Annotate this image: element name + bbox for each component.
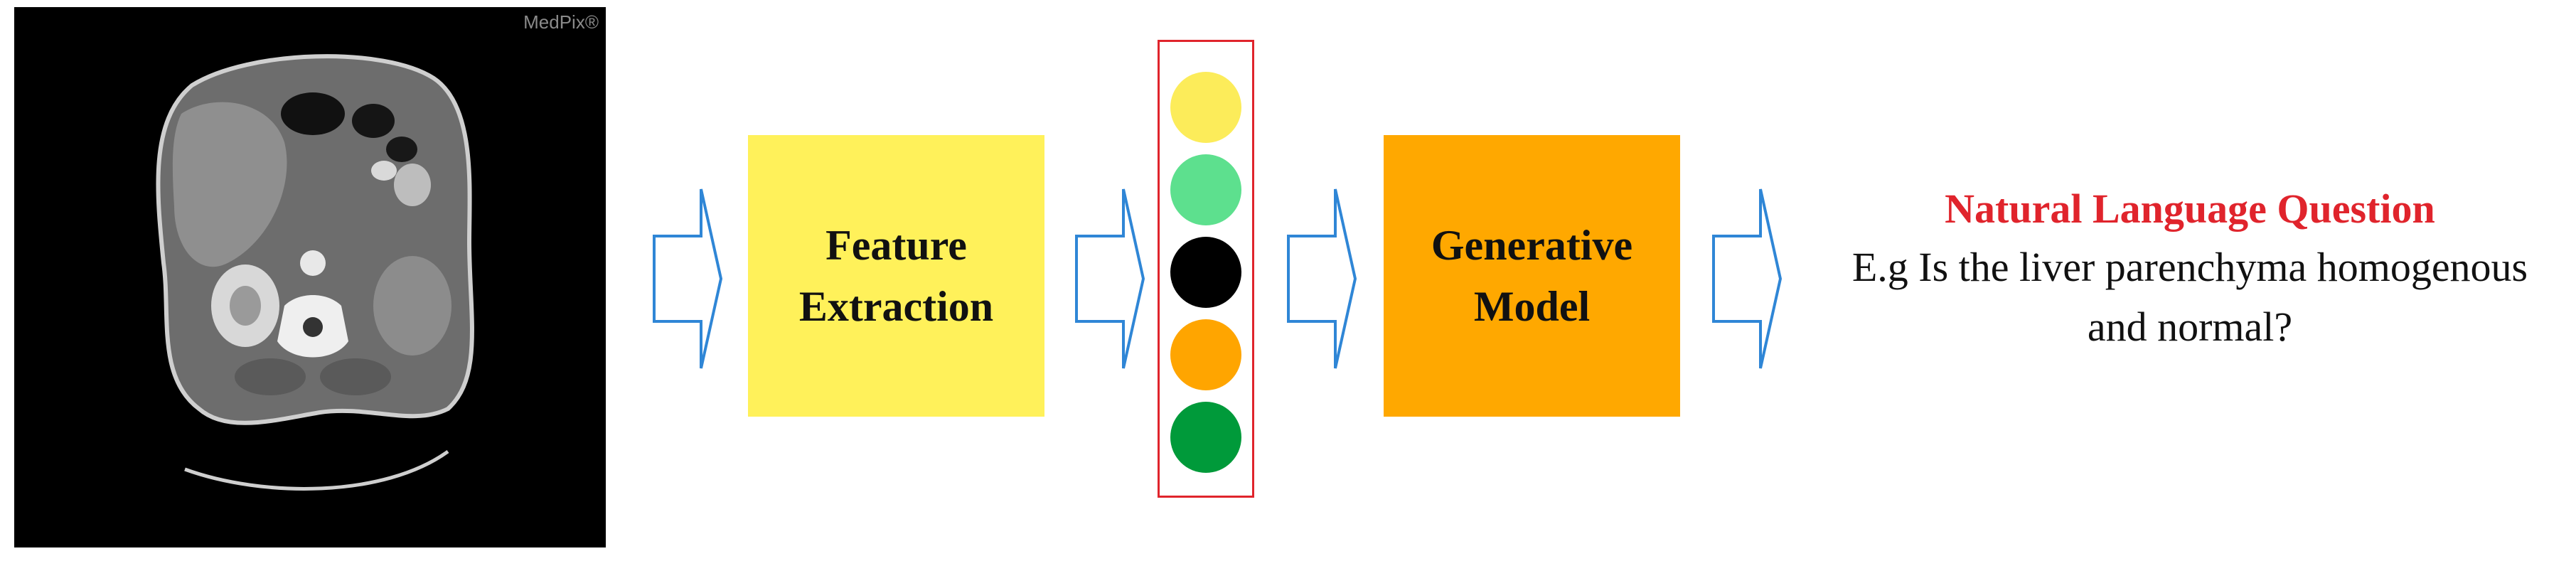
feature-vector [1158,40,1254,498]
flow-arrow-4 [1712,188,1783,369]
feature-extraction-box: Feature Extraction [748,135,1044,417]
generative-model-line2: Model [1473,283,1591,330]
flow-arrow-3 [1287,188,1357,369]
ct-scan-drawing [156,54,474,491]
feature-circle-black [1170,237,1241,308]
feature-circle-green [1170,402,1241,473]
generative-model-line1: Generative [1431,222,1633,269]
feature-extraction-line1: Feature [825,222,967,269]
feature-circle-light-green [1170,154,1241,225]
feature-extraction-line2: Extraction [798,283,994,330]
generative-model-box: Generative Model [1384,135,1680,417]
ct-scan-image: MedPix® [14,7,606,547]
flow-arrow-1 [653,188,723,369]
watermark: MedPix® [523,11,599,33]
question-example-line2: and normal? [2087,304,2293,350]
output-question: Natural Language Question E.g Is the liv… [1806,181,2574,357]
feature-circle-orange [1170,319,1241,390]
question-example-line1: E.g Is the liver parenchyma homogenous [1851,244,2528,290]
flow-arrow-2 [1075,188,1145,369]
question-title: Natural Language Question [1945,186,2435,232]
feature-circle-yellow [1170,72,1241,143]
